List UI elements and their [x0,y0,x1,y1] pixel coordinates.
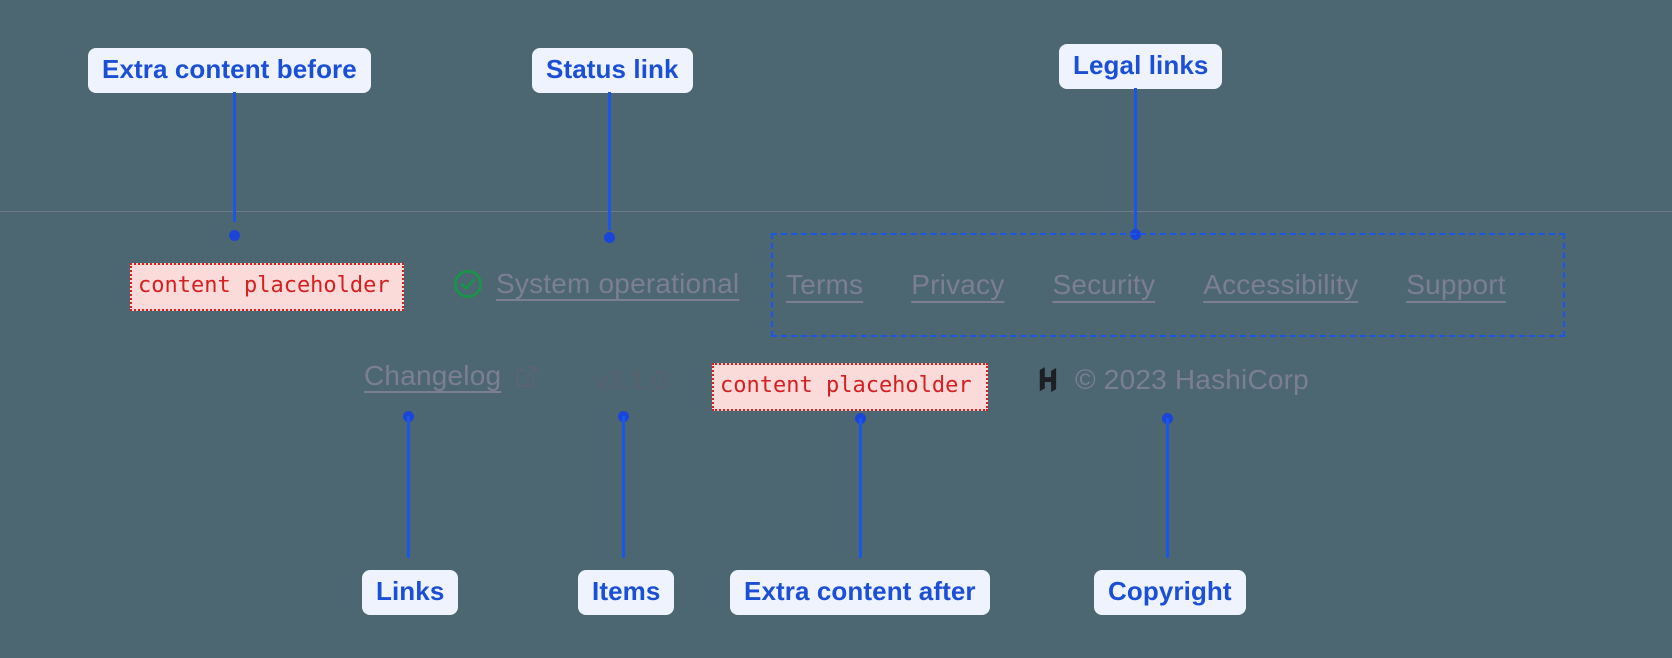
footer-top-divider [0,211,1672,212]
callout-items: Items [578,570,675,615]
external-link-icon [514,363,540,389]
leader-line-extra-content-before [233,92,236,222]
callout-copyright: Copyright [1094,570,1246,615]
version-label: v3.1.0 [595,365,668,395]
leader-line-legal-links [1134,88,1137,233]
leader-line-links [407,416,410,558]
check-circle-icon [452,268,484,300]
copyright-text: © 2023 HashiCorp [1075,364,1309,395]
leader-line-copyright [1166,418,1169,558]
callout-legal-links: Legal links [1059,44,1223,89]
status-link-label: System operational [496,268,740,299]
placeholder-content-before: content placeholder [130,263,404,311]
legal-link-privacy[interactable]: Privacy [911,269,1005,300]
callout-extra-content-after: Extra content after [730,570,990,615]
legal-link-accessibility[interactable]: Accessibility [1203,269,1359,300]
changelog-link[interactable]: Changelog [364,360,540,392]
copyright-group: © 2023 HashiCorp [1033,364,1309,396]
callout-status-link: Status link [532,48,693,93]
legal-links-group: Terms Privacy Security Accessibility Sup… [786,269,1506,301]
callout-links: Links [362,570,459,615]
leader-dot-status-link [604,232,615,243]
leader-dot-legal-links [1130,229,1141,240]
leader-dot-extra-content-before [229,230,240,241]
hashicorp-logo [1033,364,1063,396]
legal-link-terms[interactable]: Terms [786,269,864,300]
leader-line-items [622,416,625,558]
placeholder-content-after: content placeholder [712,363,988,411]
callout-extra-content-before: Extra content before [88,48,371,93]
leader-line-extra-content-after [859,418,862,558]
leader-line-status-link [608,92,611,230]
changelog-link-label: Changelog [364,360,502,391]
legal-link-support[interactable]: Support [1406,269,1506,300]
status-link[interactable]: System operational [452,268,739,300]
legal-link-security[interactable]: Security [1052,269,1156,300]
